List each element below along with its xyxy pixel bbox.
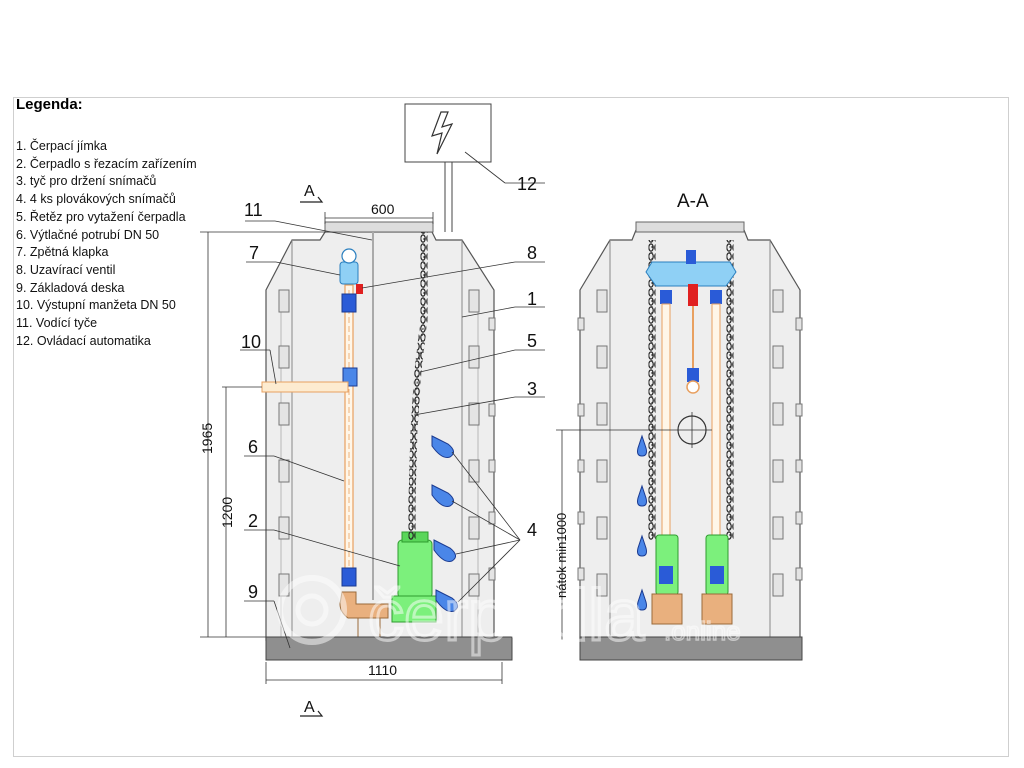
outlet-sleeve xyxy=(261,381,349,393)
drawing-frame xyxy=(13,97,1009,757)
legend-item: 4. 4 ks plovákových snímačů xyxy=(16,192,176,207)
legend-item: 6. Výtlačné potrubí DN 50 xyxy=(16,227,160,242)
section-title: A-A xyxy=(677,191,709,212)
pump xyxy=(391,531,437,623)
callout-5: 5 xyxy=(527,331,537,351)
legend-item: 5. Řetěz pro vytažení čerpadla xyxy=(16,209,186,224)
left-section-view: 600 1110 1965 1200 A A xyxy=(199,103,545,717)
inlet-min-note: nátok min1000 xyxy=(554,513,569,598)
callout-10: 10 xyxy=(241,332,261,352)
callout-1: 1 xyxy=(527,289,537,309)
watermark: čerpadla .online xyxy=(277,575,741,658)
dim-inlet-height: 1200 xyxy=(219,497,235,528)
callout-4: 4 xyxy=(527,520,537,540)
callout-9: 9 xyxy=(248,582,258,602)
tank-ribs xyxy=(278,289,496,597)
watermark-brand: čerpadla xyxy=(368,576,645,656)
right-section-view: A-A xyxy=(554,191,803,661)
legend-item: 7. Zpětná klapka xyxy=(16,245,109,260)
legend-item: 9. Základová deska xyxy=(16,280,125,295)
legend-title: Legenda: xyxy=(16,96,83,113)
legend-item: 2. Čerpadlo s řezacím zařízením xyxy=(16,156,197,171)
dim-top-width: 600 xyxy=(371,201,395,217)
callout-3: 3 xyxy=(527,379,537,399)
callout-8: 8 xyxy=(527,243,537,263)
shutoff-valve-section xyxy=(688,284,698,306)
dim-total-height: 1965 xyxy=(199,423,215,454)
legend-item: 3. tyč pro držení snímačů xyxy=(16,174,157,189)
legend-item: 8. Uzavírací ventil xyxy=(16,262,116,277)
legend-item: 12. Ovládací automatika xyxy=(16,333,151,348)
lightning-icon xyxy=(431,111,454,155)
legend-item: 10. Výstupní manžeta DN 50 xyxy=(16,298,176,313)
dim-base-width: 1110 xyxy=(368,662,397,678)
legend-item: 11. Vodící tyče xyxy=(16,316,98,331)
callout-12: 12 xyxy=(517,174,537,194)
watermark-suffix: .online xyxy=(664,616,741,646)
base-plate xyxy=(265,636,513,661)
base-plate-section xyxy=(579,636,803,661)
legend-list: 1. Čerpací jímka 2. Čerpadlo s řezacím z… xyxy=(16,138,197,350)
section-marker-bottom: A xyxy=(304,699,315,716)
pumps-section xyxy=(651,534,733,625)
callout-2: 2 xyxy=(248,511,258,531)
legend-item: 1. Čerpací jímka xyxy=(16,139,108,153)
callout-7: 7 xyxy=(249,243,259,263)
float-switches xyxy=(431,435,458,612)
callout-11: 11 xyxy=(244,200,263,220)
section-marker-top: A xyxy=(304,183,315,200)
shutoff-valve xyxy=(356,284,363,294)
callout-6: 6 xyxy=(248,437,258,457)
